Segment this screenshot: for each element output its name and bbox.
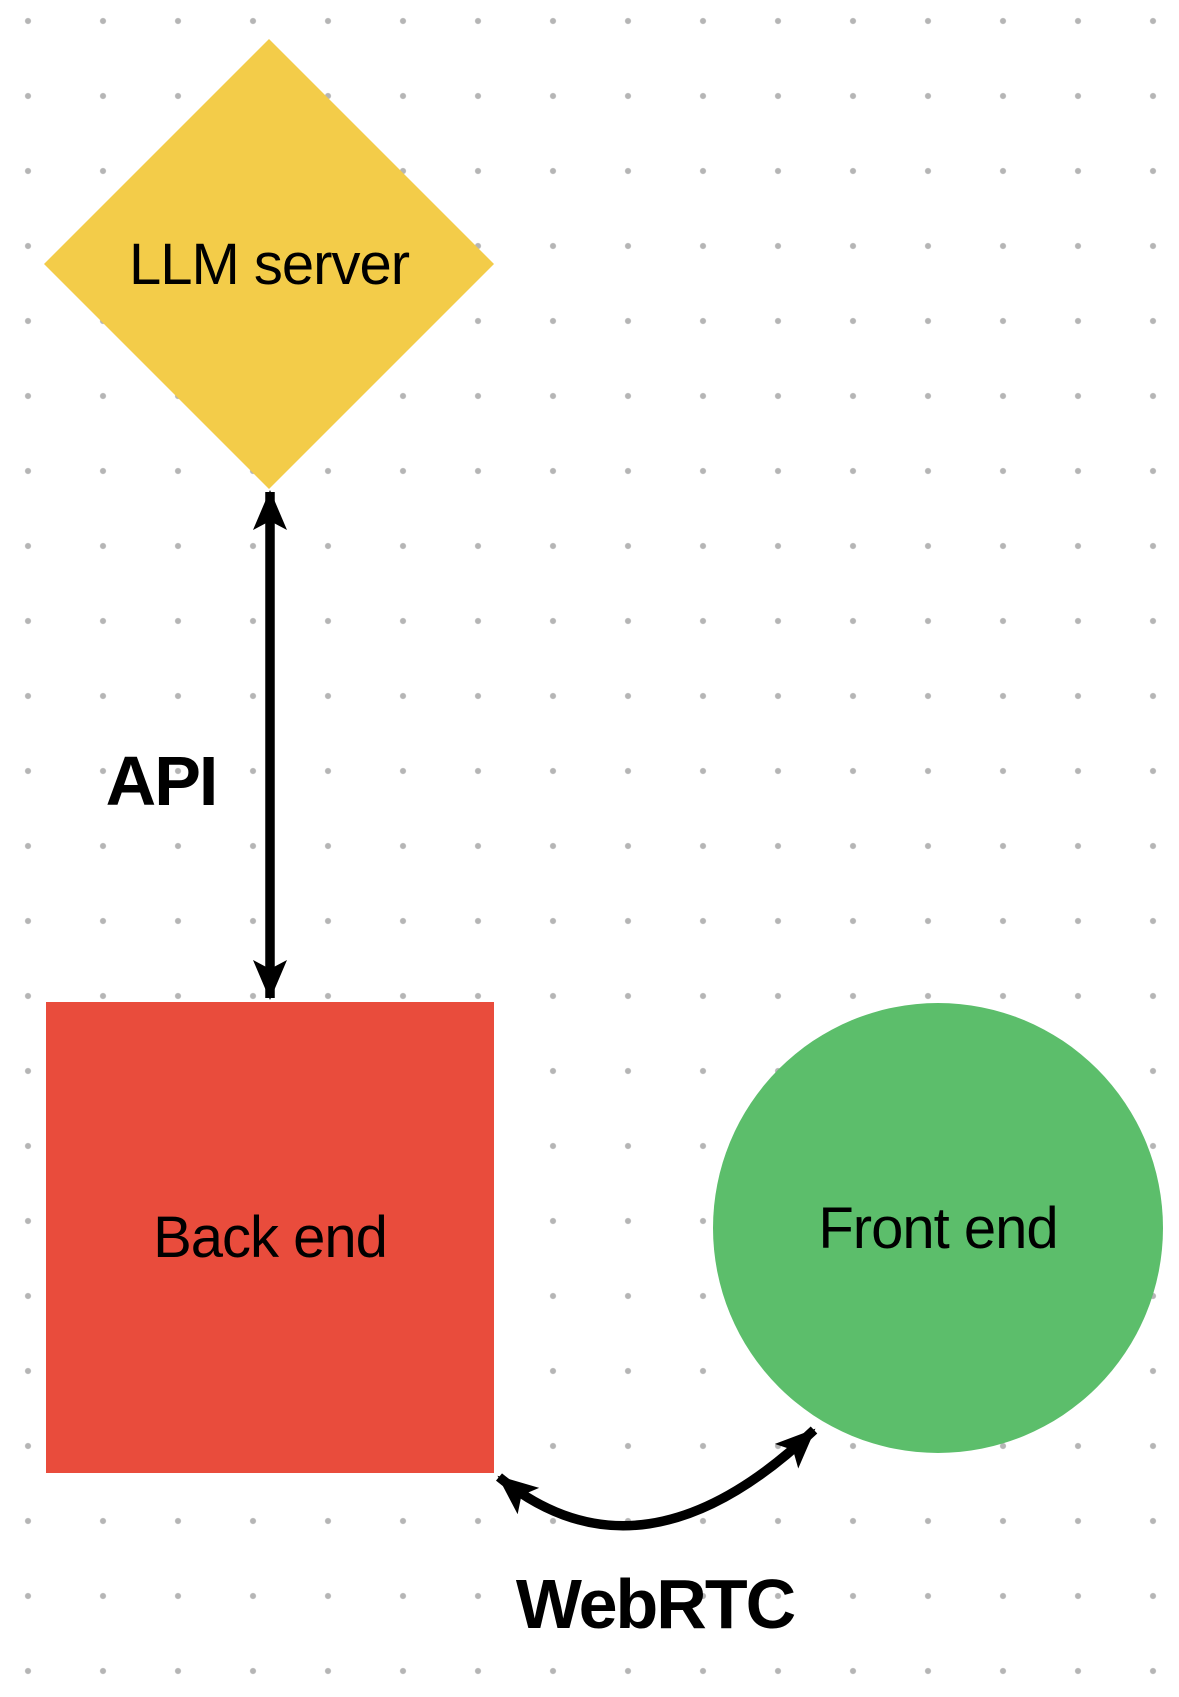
node-back-end-shape[interactable]: [46, 1002, 494, 1473]
edge-webrtc-arrow[interactable]: [495, 1426, 818, 1531]
node-llm-server-shape[interactable]: [44, 39, 494, 489]
node-front-end-shape[interactable]: [713, 1003, 1163, 1453]
